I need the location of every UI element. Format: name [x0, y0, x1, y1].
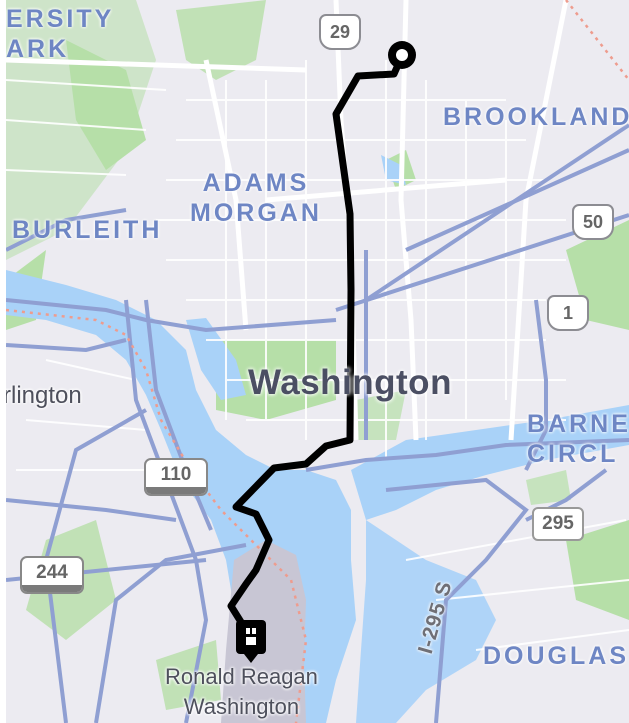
map-base: [6, 0, 629, 723]
va110-shield-icon: 110: [144, 458, 208, 496]
city-label-washington: Washington: [248, 363, 452, 402]
city-label-arlington: rlington: [6, 382, 82, 409]
us29-shield-icon: 29: [319, 14, 361, 50]
destination-label: Ronald Reagan Washington: [165, 664, 318, 719]
airport-pin-icon[interactable]: [236, 620, 266, 663]
map-view[interactable]: ERSITY ARK BROOKLAND ADAMS MORGAN BURLEI…: [6, 0, 629, 723]
origin-circle-icon[interactable]: [388, 41, 416, 69]
us50-shield-icon: 50: [572, 204, 614, 240]
route-line[interactable]: [227, 54, 405, 640]
neighborhood-label-brookland: BROOKLAND: [443, 103, 629, 131]
us1-shield-icon: 1: [547, 295, 589, 331]
neighborhood-label-adams-morgan: ADAMS MORGAN: [190, 169, 322, 227]
neighborhood-label-burleith: BURLEITH: [12, 216, 163, 244]
neighborhood-label-barney-circle: BARNE CIRCL: [527, 410, 629, 468]
va244-shield-icon: 244: [20, 556, 84, 594]
neighborhood-label-university-park: ERSITY ARK: [6, 5, 115, 63]
dc295-shield-icon: 295: [532, 507, 584, 541]
neighborhood-label-douglass: DOUGLAS: [483, 642, 629, 670]
